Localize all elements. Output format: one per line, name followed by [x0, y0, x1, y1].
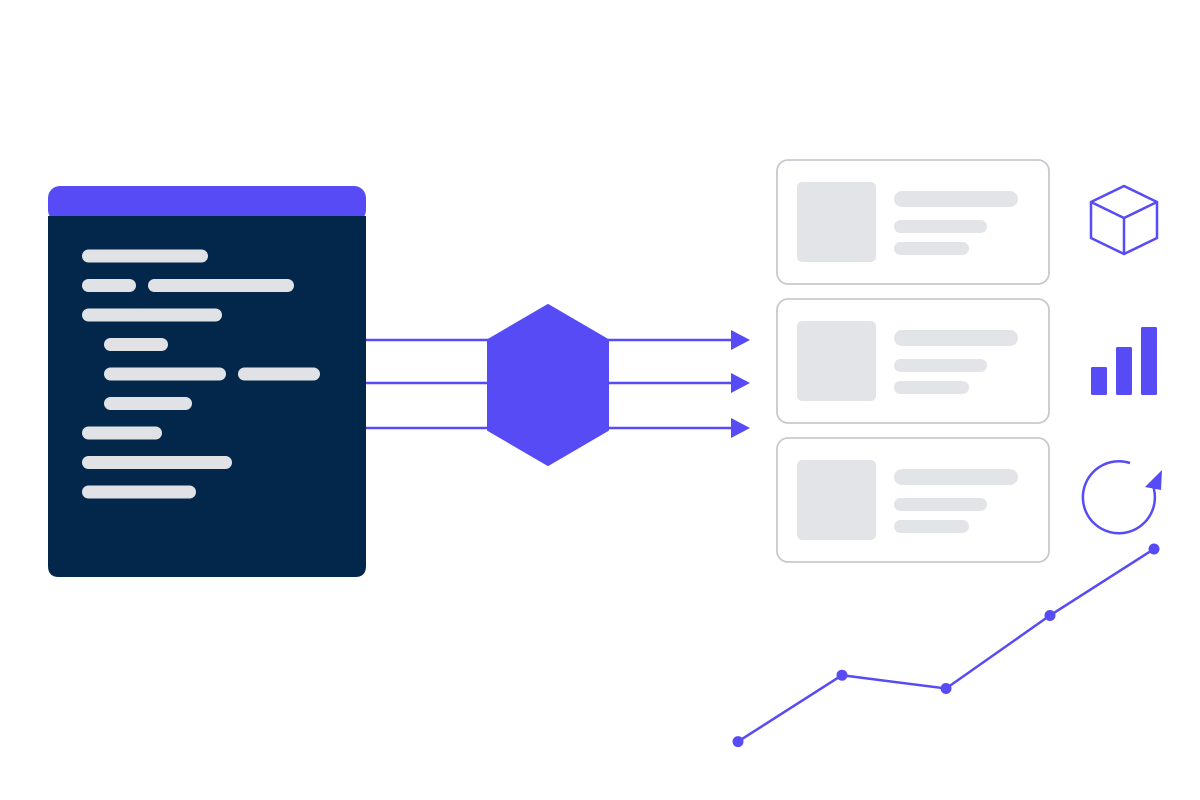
code-editor-body [48, 216, 366, 577]
trend-point [940, 682, 952, 694]
card-text-placeholder [894, 520, 969, 533]
code-line-segment [82, 485, 196, 499]
output-card [776, 437, 1050, 563]
card-thumbnail-placeholder [797, 321, 876, 401]
code-line-segment [238, 367, 320, 381]
card-title-placeholder [894, 469, 1018, 485]
code-lines [82, 249, 320, 499]
processor-hexagon [487, 304, 609, 466]
refresh-icon [1081, 460, 1162, 535]
code-line-segment [82, 279, 136, 292]
card-text-placeholder [894, 498, 987, 511]
trend-point [836, 669, 848, 681]
code-line-segment [82, 456, 232, 469]
card-thumbnail-placeholder [797, 460, 876, 540]
code-line-segment [82, 249, 208, 263]
arrowhead-icon [731, 418, 750, 438]
trend-series-line [737, 547, 1155, 743]
code-editor-panel [48, 186, 366, 577]
card-text-placeholder [894, 381, 969, 394]
cube-icon [1089, 184, 1159, 256]
trend-point [732, 736, 744, 748]
card-text-placeholder [894, 242, 969, 255]
output-cards [776, 159, 1050, 563]
code-editor-header-bar [48, 186, 366, 222]
output-card [776, 298, 1050, 424]
output-arrows [608, 330, 750, 438]
input-connectors [366, 338, 490, 430]
code-line-segment [82, 308, 222, 322]
arrowhead-icon [731, 373, 750, 393]
output-card [776, 159, 1050, 285]
card-text-placeholder [894, 220, 987, 233]
card-text-placeholder [894, 359, 987, 372]
card-thumbnail-placeholder [797, 182, 876, 262]
code-line-segment [148, 279, 294, 292]
code-line-segment [82, 426, 162, 440]
card-title-placeholder [894, 330, 1018, 346]
trend-line-chart [732, 543, 1160, 748]
card-title-placeholder [894, 191, 1018, 207]
code-line-segment [104, 367, 226, 381]
code-line-segment [104, 397, 192, 410]
trend-point [1044, 609, 1056, 621]
arrowhead-icon [731, 330, 750, 350]
trend-point [1148, 543, 1160, 555]
code-line-segment [104, 338, 168, 351]
bar-chart-icon [1091, 327, 1157, 395]
trend-points [732, 543, 1160, 748]
